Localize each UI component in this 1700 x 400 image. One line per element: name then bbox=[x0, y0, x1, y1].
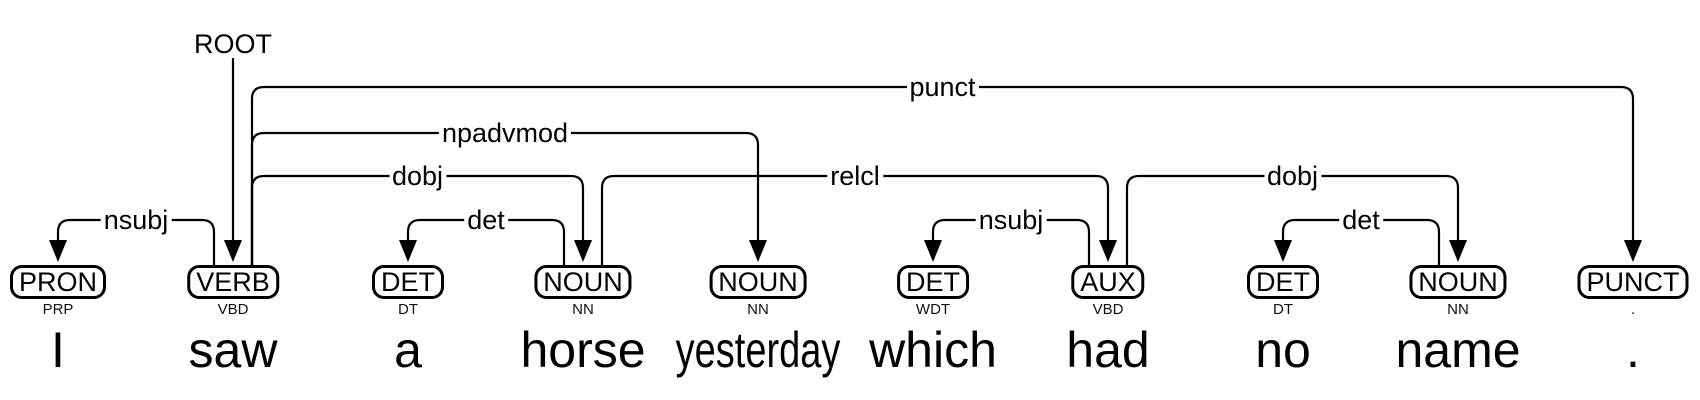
token-word: saw bbox=[188, 322, 278, 378]
token: DET DT a bbox=[372, 265, 444, 375]
fine-tag: WDT bbox=[915, 301, 951, 318]
token: NOUN NN horse bbox=[520, 265, 646, 378]
arc-label-punct: punct bbox=[906, 73, 979, 101]
arc-label-dobj: dobj bbox=[1263, 162, 1322, 190]
fine-tag: NN bbox=[747, 301, 769, 318]
fine-tag: DT bbox=[398, 301, 418, 318]
pos-box: AUX bbox=[1071, 265, 1145, 299]
arc-label-det: det bbox=[1339, 206, 1383, 234]
root-label: ROOT bbox=[194, 29, 272, 59]
pos-box: NOUN bbox=[709, 265, 807, 299]
pos-box: DET bbox=[372, 265, 444, 299]
fine-tag: DT bbox=[1273, 301, 1293, 318]
token: PRON PRP I bbox=[9, 265, 107, 378]
pos-box: NOUN bbox=[534, 265, 632, 299]
fine-tag: VBD bbox=[1092, 301, 1124, 318]
fine-tag: VBD bbox=[217, 301, 249, 318]
pos-box: VERB bbox=[187, 265, 279, 299]
token: PUNCT . . bbox=[1577, 265, 1689, 378]
pos-box: DET bbox=[897, 265, 969, 299]
token-word: had bbox=[1066, 322, 1150, 378]
token: VERB VBD saw bbox=[187, 265, 279, 375]
token-word: . bbox=[1626, 322, 1640, 378]
token: NOUN NN name bbox=[1395, 265, 1521, 378]
token-word: I bbox=[51, 322, 65, 378]
token-word: yesterday bbox=[675, 322, 841, 378]
arc-label-nsubj: nsubj bbox=[975, 206, 1047, 234]
token: DET DT no bbox=[1247, 265, 1319, 375]
token: DET WDT which bbox=[869, 265, 997, 375]
arc-label-nsubj: nsubj bbox=[100, 206, 172, 234]
token-word: no bbox=[1255, 322, 1311, 378]
pos-box: PUNCT bbox=[1577, 265, 1689, 299]
token-word: which bbox=[869, 322, 997, 378]
arc-label-det: det bbox=[464, 206, 508, 234]
token-word: name bbox=[1395, 322, 1521, 378]
fine-tag: NN bbox=[1447, 301, 1469, 318]
token: AUX VBD had bbox=[1066, 265, 1150, 378]
token: NOUN NN yesterday bbox=[650, 265, 867, 375]
arc-label-dobj: dobj bbox=[388, 162, 447, 190]
pos-box: NOUN bbox=[1409, 265, 1507, 299]
arc-label-relcl: relcl bbox=[827, 162, 883, 190]
token-word: a bbox=[394, 322, 422, 378]
fine-tag: PRP bbox=[42, 301, 74, 318]
pos-box: DET bbox=[1247, 265, 1319, 299]
pos-box: PRON bbox=[9, 265, 107, 299]
fine-tag: NN bbox=[572, 301, 594, 318]
fine-tag: . bbox=[1630, 301, 1636, 318]
arc-label-npadvmod: npadvmod bbox=[438, 119, 572, 147]
token-word: horse bbox=[520, 322, 646, 378]
